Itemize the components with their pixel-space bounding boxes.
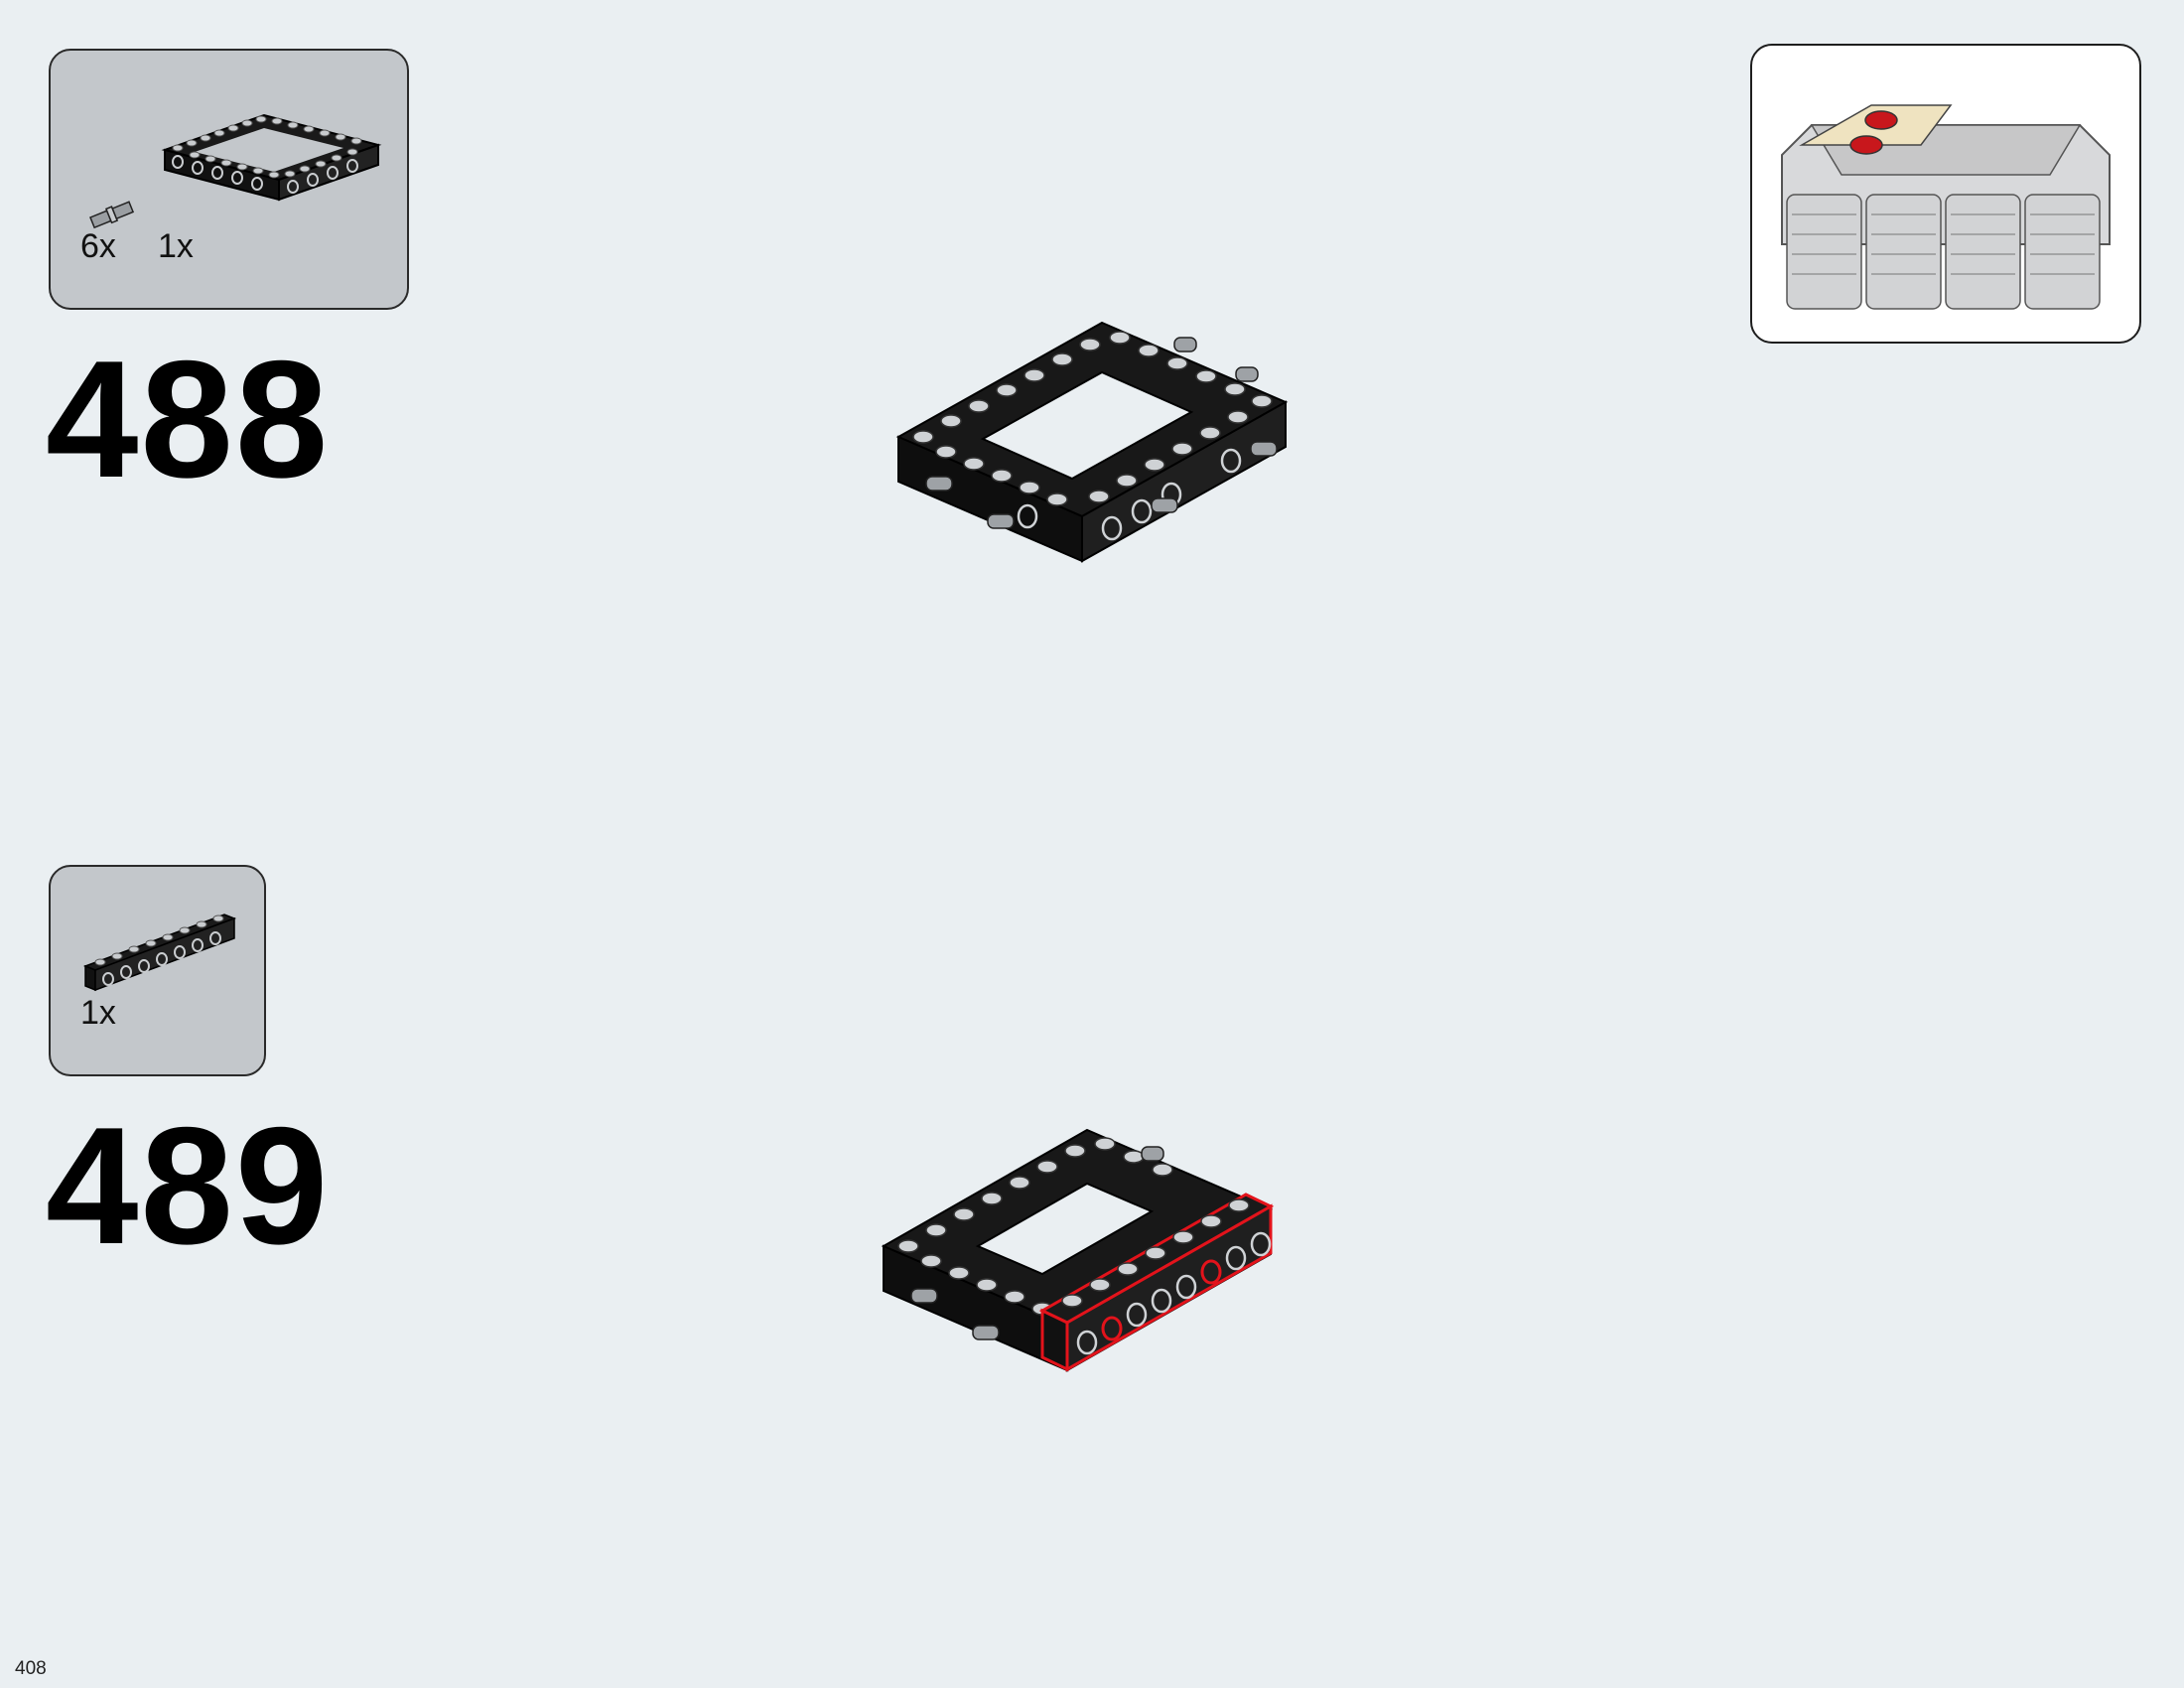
step-488-assembly-illustration — [895, 321, 1289, 563]
technic-frame-icon — [161, 113, 382, 202]
technic-brick-icon — [82, 914, 237, 992]
quantity-label: 1x — [80, 994, 116, 1032]
page-number: 408 — [15, 1658, 47, 1679]
step-number: 488 — [46, 326, 331, 512]
technic-pin-icon — [89, 201, 135, 229]
quantity-label: 1x — [158, 227, 194, 265]
new-part-highlight — [1038, 1193, 1275, 1372]
parts-list-step-489: 1x — [49, 865, 266, 1076]
model-preview-illustration — [1781, 104, 2111, 310]
step-489-assembly-illustration — [881, 1128, 1275, 1372]
step-number: 489 — [46, 1092, 331, 1279]
quantity-label: 6x — [80, 227, 116, 265]
parts-illustration — [82, 914, 237, 992]
parts-list-step-488: 6x 1x — [49, 49, 409, 310]
model-preview-panel — [1750, 44, 2141, 344]
parts-illustration — [89, 113, 382, 229]
